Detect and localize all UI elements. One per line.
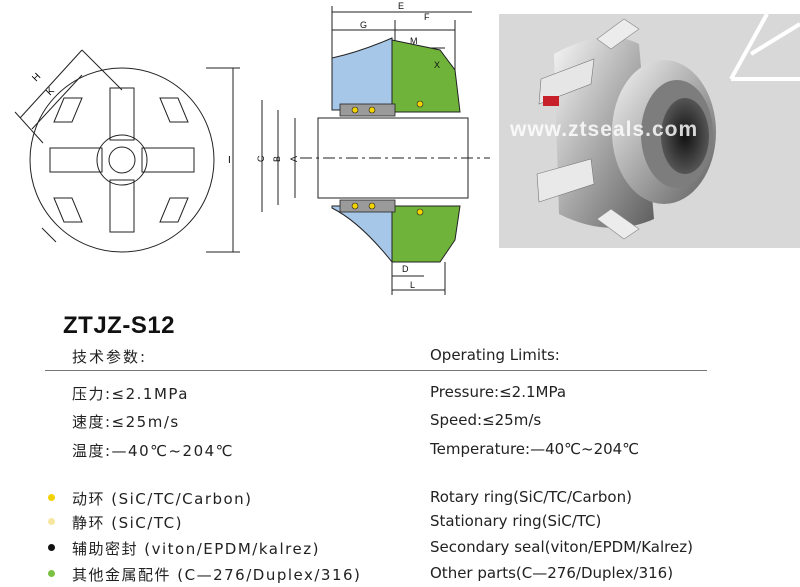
spec-row-en: Pressure:≤2.1MPa xyxy=(430,383,567,401)
material-row-cn: 静环 (SiC/TC) xyxy=(72,514,183,532)
label-x: X xyxy=(434,60,440,70)
spec-row-en: Speed:≤25m/s xyxy=(430,411,542,429)
material-row-cn: 辅助密封 (viton/EPDM/kalrez) xyxy=(72,540,320,558)
material-bullet xyxy=(48,494,55,501)
product-photo xyxy=(499,14,800,248)
material-bullet xyxy=(48,544,55,551)
spec-row-cn: 速度:≤25m/s xyxy=(72,413,180,431)
label-l: L xyxy=(410,280,415,290)
material-row-en: Stationary ring(SiC/TC) xyxy=(430,512,602,530)
label-g: G xyxy=(360,20,367,30)
material-row-cn: 其他金属配件 (C—276/Duplex/316) xyxy=(72,566,362,584)
label-i: I xyxy=(228,155,231,166)
spec-row-cn: 压力:≤2.1MPa xyxy=(72,385,189,403)
label-d: D xyxy=(402,264,409,274)
label-m: M xyxy=(410,36,418,46)
cartridge-seal-image xyxy=(499,14,800,248)
specs-heading-en: Operating Limits: xyxy=(430,346,560,364)
label-b: B xyxy=(272,156,282,162)
model-title: ZTJZ-S12 xyxy=(63,312,176,339)
material-bullet xyxy=(48,518,55,525)
label-f: F xyxy=(424,12,430,22)
material-row-en: Rotary ring(SiC/TC/Carbon) xyxy=(430,488,632,506)
label-a: A xyxy=(289,156,299,162)
specs-heading-cn: 技术参数: xyxy=(72,348,148,366)
divider xyxy=(45,370,707,371)
material-bullet xyxy=(48,570,55,577)
label-h: H xyxy=(30,71,43,84)
label-e: E xyxy=(398,1,404,11)
spec-row-en: Temperature:—40℃~204℃ xyxy=(430,440,640,458)
label-c: C xyxy=(256,155,266,162)
material-row-en: Other parts(C—276/Duplex/316) xyxy=(430,564,674,582)
front-view-drawing: H K I xyxy=(14,49,240,253)
spec-row-cn: 温度:—40℃~204℃ xyxy=(72,442,235,460)
material-row-en: Secondary seal(viton/EPDM/Kalrez) xyxy=(430,538,693,556)
material-row-cn: 动环 (SiC/TC/Carbon) xyxy=(72,490,253,508)
section-view-drawing: E G F M X C B A D L xyxy=(256,1,490,295)
photo-watermark: www.ztseals.com xyxy=(510,118,699,141)
